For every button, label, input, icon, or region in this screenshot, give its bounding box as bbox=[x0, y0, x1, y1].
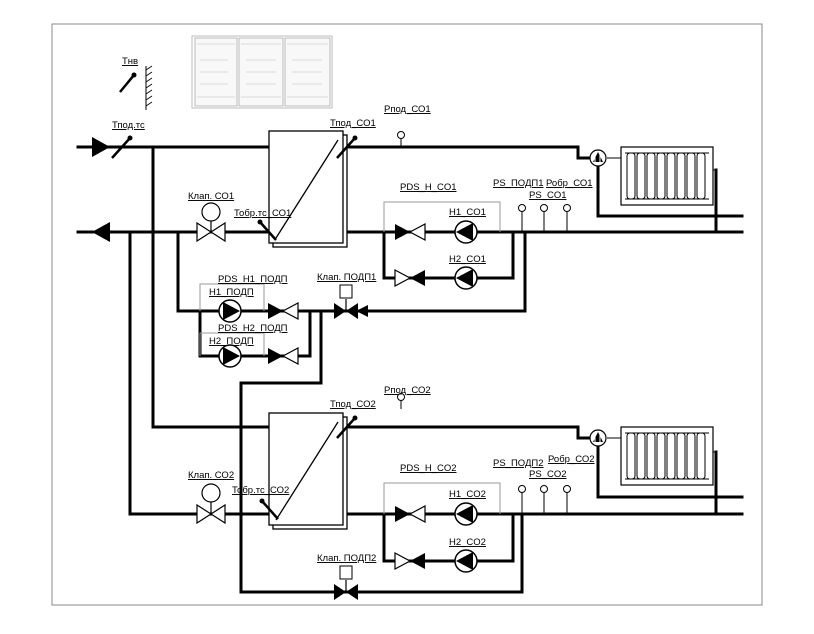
check-valve-icon bbox=[267, 347, 299, 365]
label-h2-co1: H2_CO1 bbox=[449, 254, 486, 265]
label-pds-h-co2: PDS_H_CO2 bbox=[400, 463, 457, 474]
label-t-pod-ts: Тпод.тс bbox=[112, 120, 145, 131]
label-klap-podp1: Клап. ПОДП1 bbox=[317, 272, 376, 283]
check-valve-icon bbox=[394, 269, 426, 287]
label-klap-co1: Клап. СО1 bbox=[188, 191, 234, 202]
pump-icon bbox=[454, 220, 478, 244]
check-valve-icon bbox=[394, 552, 426, 570]
check-valve-icon bbox=[267, 302, 299, 320]
label-p-pod-co1: Рпод_СО1 bbox=[384, 104, 431, 115]
radiator-icon bbox=[620, 426, 714, 486]
label-p-pod-co2: Рпод_СО2 bbox=[384, 385, 431, 396]
label-p-obr-co1: Робр_СО1 bbox=[546, 178, 593, 189]
actuator-icon bbox=[201, 483, 221, 503]
label-t-obr-ts-co2: Тобр.тс_СО2 bbox=[232, 485, 289, 496]
pressure-switches-co2: PS_ПОДП2 PS_CO2 Робр_СО2 bbox=[493, 454, 595, 514]
actuator-icon bbox=[201, 202, 221, 222]
makeup-valve-icon bbox=[333, 565, 359, 601]
pump-icon bbox=[454, 266, 478, 290]
pressure-switches-co1: PS_ПОДП1 PS_CO1 Робр_СО1 bbox=[493, 178, 593, 232]
label-klap-podp2: Клап. ПОДП2 bbox=[317, 553, 376, 564]
label-ps-podp1: PS_ПОДП1 bbox=[493, 178, 544, 189]
pump-icon bbox=[218, 344, 242, 368]
controller-modules-icon bbox=[191, 35, 333, 109]
valve-icon: Клап. СО2 bbox=[188, 470, 234, 524]
label-h2-podp: H2_ПОДП bbox=[209, 336, 254, 347]
label-pds-h-co1: PDS_H_CO1 bbox=[400, 182, 457, 193]
label-h1-co2: H1_CO2 bbox=[449, 489, 486, 500]
pump-icon bbox=[454, 502, 478, 526]
label-h1-podp: H1_ПОДП bbox=[209, 287, 254, 298]
flow-arrow-icon bbox=[356, 305, 368, 317]
sensor-t-obr-ts-co1: Тобр.тс_СО1 bbox=[234, 208, 291, 241]
label-t-nv: Тнв bbox=[122, 56, 138, 67]
gauge-p-pod-co2: Рпод_СО2 bbox=[384, 385, 431, 410]
flow-arrow-icon bbox=[92, 137, 110, 157]
label-klap-co2: Клап. СО2 bbox=[188, 470, 234, 481]
gauge-p-pod-co1: Рпод_СО1 bbox=[384, 104, 431, 148]
radiator-icon bbox=[620, 146, 714, 206]
flow-arrow-icon bbox=[92, 222, 110, 242]
circulation-pump-icon bbox=[589, 429, 607, 447]
pipe-network bbox=[76, 145, 744, 594]
outdoor-temp-sensor: Тнв bbox=[119, 56, 153, 110]
label-ps-podp2: PS_ПОДП2 bbox=[493, 458, 544, 469]
label-pds-h2-podp: PDS_H2_ПОДП bbox=[218, 323, 288, 334]
label-t-pod-co2: Тпод_СО2 bbox=[330, 399, 376, 410]
sensor-icon bbox=[119, 74, 135, 93]
check-valve-icon bbox=[394, 505, 426, 523]
pump-icon bbox=[454, 549, 478, 573]
label-t-pod-co1: Тпод_СО1 bbox=[330, 118, 376, 129]
label-p-obr-co2: Робр_СО2 bbox=[548, 454, 595, 465]
label-h2-co2: H2_CO2 bbox=[449, 537, 486, 548]
sensor-t-obr-ts-co2: Тобр.тс_СО2 bbox=[232, 485, 289, 520]
label-h1-co1: H1_CO1 bbox=[449, 207, 486, 218]
heat-exchanger-icon bbox=[268, 130, 348, 248]
label-ps-co1: PS_CO1 bbox=[529, 190, 567, 201]
label-ps-co2: PS_CO2 bbox=[529, 469, 567, 480]
sensor-t-pod-co2: Тпод_СО2 bbox=[330, 399, 376, 439]
label-pds-h1-podp: PDS_H1_ПОДП bbox=[218, 274, 288, 285]
pump-icon bbox=[218, 299, 242, 323]
heat-exchanger-icon bbox=[268, 412, 348, 530]
sensor-t-pod-co1: Тпод_СО1 bbox=[330, 118, 376, 159]
drawing-frame bbox=[51, 23, 763, 606]
circulation-pump-icon bbox=[589, 149, 607, 167]
valve-icon: Клап. СО1 bbox=[188, 191, 234, 242]
label-t-obr-ts-co1: Тобр.тс_СО1 bbox=[234, 208, 291, 219]
check-valve-icon bbox=[394, 223, 426, 241]
sensor-t-pod-ts: Тпод.тс bbox=[111, 120, 145, 159]
makeup-valve-icon bbox=[333, 284, 359, 320]
